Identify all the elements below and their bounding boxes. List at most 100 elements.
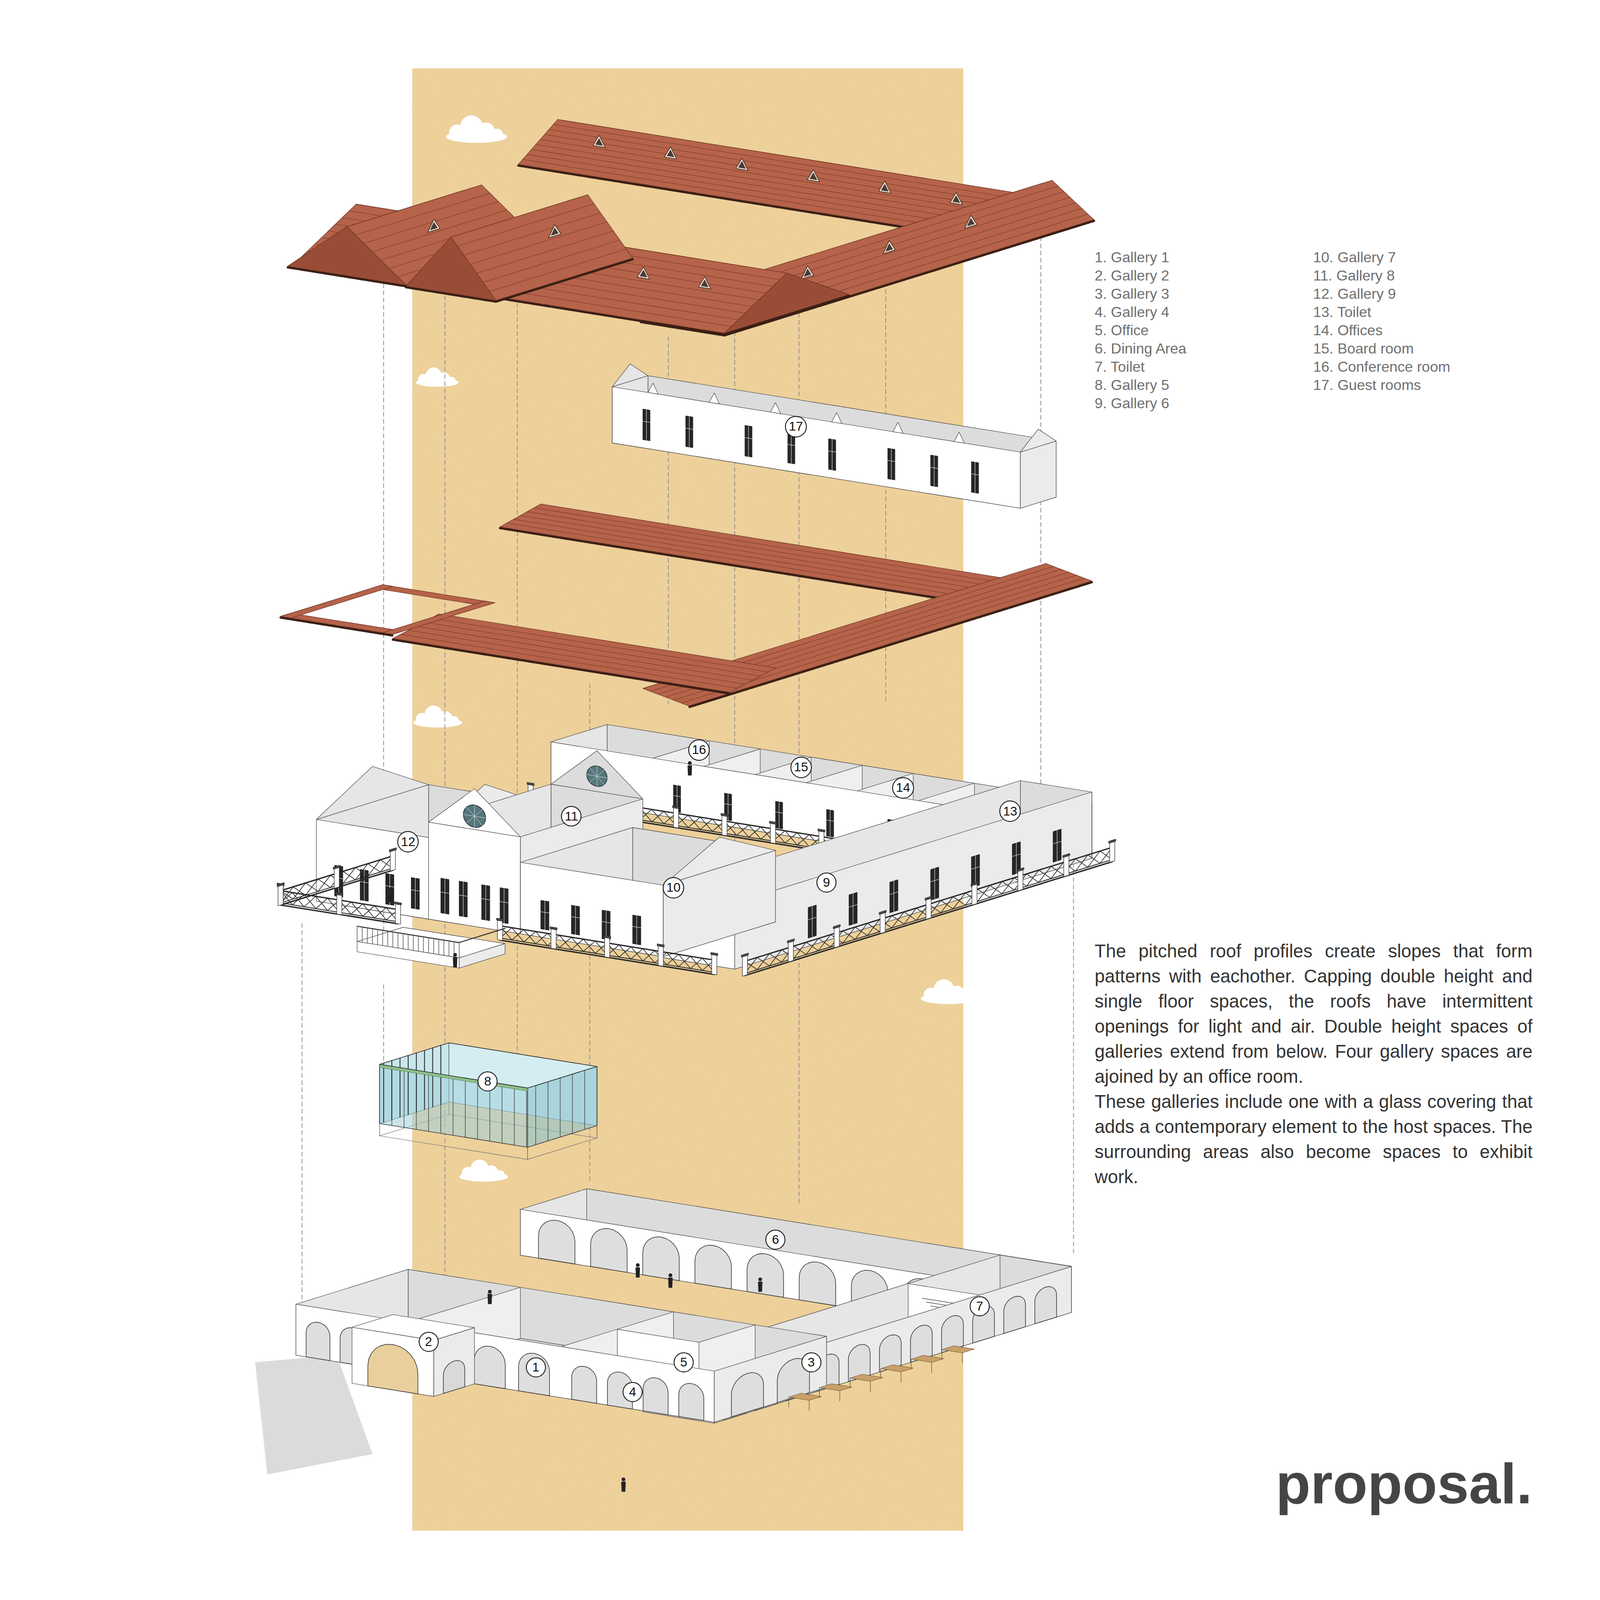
key-entry: 15. Board room [1313, 339, 1414, 358]
glass-mullion [572, 1074, 573, 1134]
callout-circle: 8 [477, 1071, 498, 1092]
sheet-title: proposal. [1275, 1454, 1533, 1512]
veranda-roof-frame [280, 612, 403, 634]
person-head [668, 1273, 673, 1278]
glass-top-outline [379, 1042, 598, 1088]
window-muntin [829, 810, 831, 837]
window-muntin [459, 894, 468, 897]
roof-dormer [698, 276, 712, 290]
table-leg [931, 1362, 932, 1373]
railing-post [550, 929, 556, 950]
roof-tile-line [483, 239, 620, 283]
roof-dormer-opening [738, 161, 746, 169]
person-head [621, 1477, 626, 1482]
window-muntin [440, 892, 449, 894]
person-body [487, 1293, 493, 1304]
key-entry: 1. Gallery 1 [1094, 248, 1170, 267]
window-muntin [385, 885, 395, 888]
roof-dormer-opening [804, 269, 812, 277]
glass-mullion [477, 1080, 478, 1140]
rose-window-spoke [466, 806, 475, 816]
window-muntin [685, 428, 693, 430]
roof-tile-line [476, 230, 614, 274]
outdoor-table [788, 1393, 822, 1401]
key-entry: 3. Gallery 3 [1094, 284, 1170, 303]
callout-number: 4 [628, 1385, 637, 1399]
gate-top [352, 1314, 475, 1341]
eave-fringe [405, 287, 496, 302]
arch-opening [443, 1360, 465, 1394]
rose-window-spoke [466, 816, 475, 824]
roof-dormer [592, 135, 606, 148]
baluster [387, 930, 388, 947]
railing-post-cap [769, 820, 777, 825]
person-figure [668, 1273, 673, 1288]
dormer-base [770, 402, 781, 414]
rose-window-spoke [597, 770, 605, 777]
window-muntin [575, 905, 576, 935]
window [889, 879, 899, 914]
person-body [621, 1481, 626, 1492]
callout-circle: 7 [969, 1296, 990, 1317]
person-figure [621, 1477, 626, 1492]
arch-opening [642, 1236, 680, 1281]
callout-circle: 10 [662, 877, 685, 899]
arch-opening [1034, 1286, 1057, 1325]
person-body [758, 1281, 763, 1292]
person-figure [487, 1289, 493, 1304]
baluster [402, 933, 404, 950]
window [459, 881, 468, 918]
table-leg [788, 1397, 790, 1408]
window-muntin [503, 888, 505, 924]
window [571, 905, 580, 936]
window [971, 461, 979, 494]
glass-mullion [399, 1058, 401, 1118]
window-muntin [602, 921, 611, 923]
callout-circle: 12 [397, 831, 419, 853]
glass-mullion [465, 1078, 466, 1138]
roof-dormer-opening [550, 227, 559, 236]
window-muntin [1056, 830, 1058, 862]
table-leg [961, 1352, 963, 1363]
arch-opening [368, 1344, 419, 1394]
window-muntin [889, 892, 899, 895]
callout-circle: 2 [418, 1331, 439, 1352]
person-head [389, 887, 393, 892]
baluster [458, 942, 460, 959]
baluster [418, 935, 419, 952]
first-floor-layer [276, 724, 1116, 977]
baluster [407, 934, 409, 951]
glass-mullion [501, 1084, 503, 1144]
person-body [668, 1277, 673, 1288]
dormer-base [893, 422, 904, 434]
gable-wall [1020, 429, 1056, 452]
roof-tile-line [506, 523, 997, 602]
callout-number: 11 [564, 810, 578, 823]
window-muntin [544, 900, 546, 930]
glass-mullion [403, 1068, 405, 1128]
callout-number: 17 [788, 420, 803, 433]
description-text: The pitched roof profiles create slopes … [1094, 938, 1533, 1090]
key-entry: 2. Gallery 2 [1094, 266, 1170, 285]
cloud-base [920, 992, 977, 1004]
person-figure [758, 1277, 763, 1292]
callout-number: 12 [400, 835, 416, 849]
window-muntin [444, 878, 446, 914]
baluster [443, 940, 445, 956]
railing-post-cap [550, 926, 558, 930]
window [828, 438, 837, 471]
railing-post [1018, 869, 1024, 891]
window-muntin [571, 916, 580, 919]
window-muntin [852, 893, 854, 925]
window-muntin [934, 868, 936, 899]
window-muntin [605, 910, 607, 940]
veranda-roof-layer [280, 503, 1092, 707]
roof-dormer [950, 192, 963, 205]
window-muntin [646, 409, 647, 441]
table-leg [839, 1390, 841, 1401]
callout-circle: 9 [816, 872, 837, 893]
outdoor-table [880, 1364, 914, 1372]
window-muntin [828, 451, 837, 453]
railing-post-cap [394, 901, 402, 905]
